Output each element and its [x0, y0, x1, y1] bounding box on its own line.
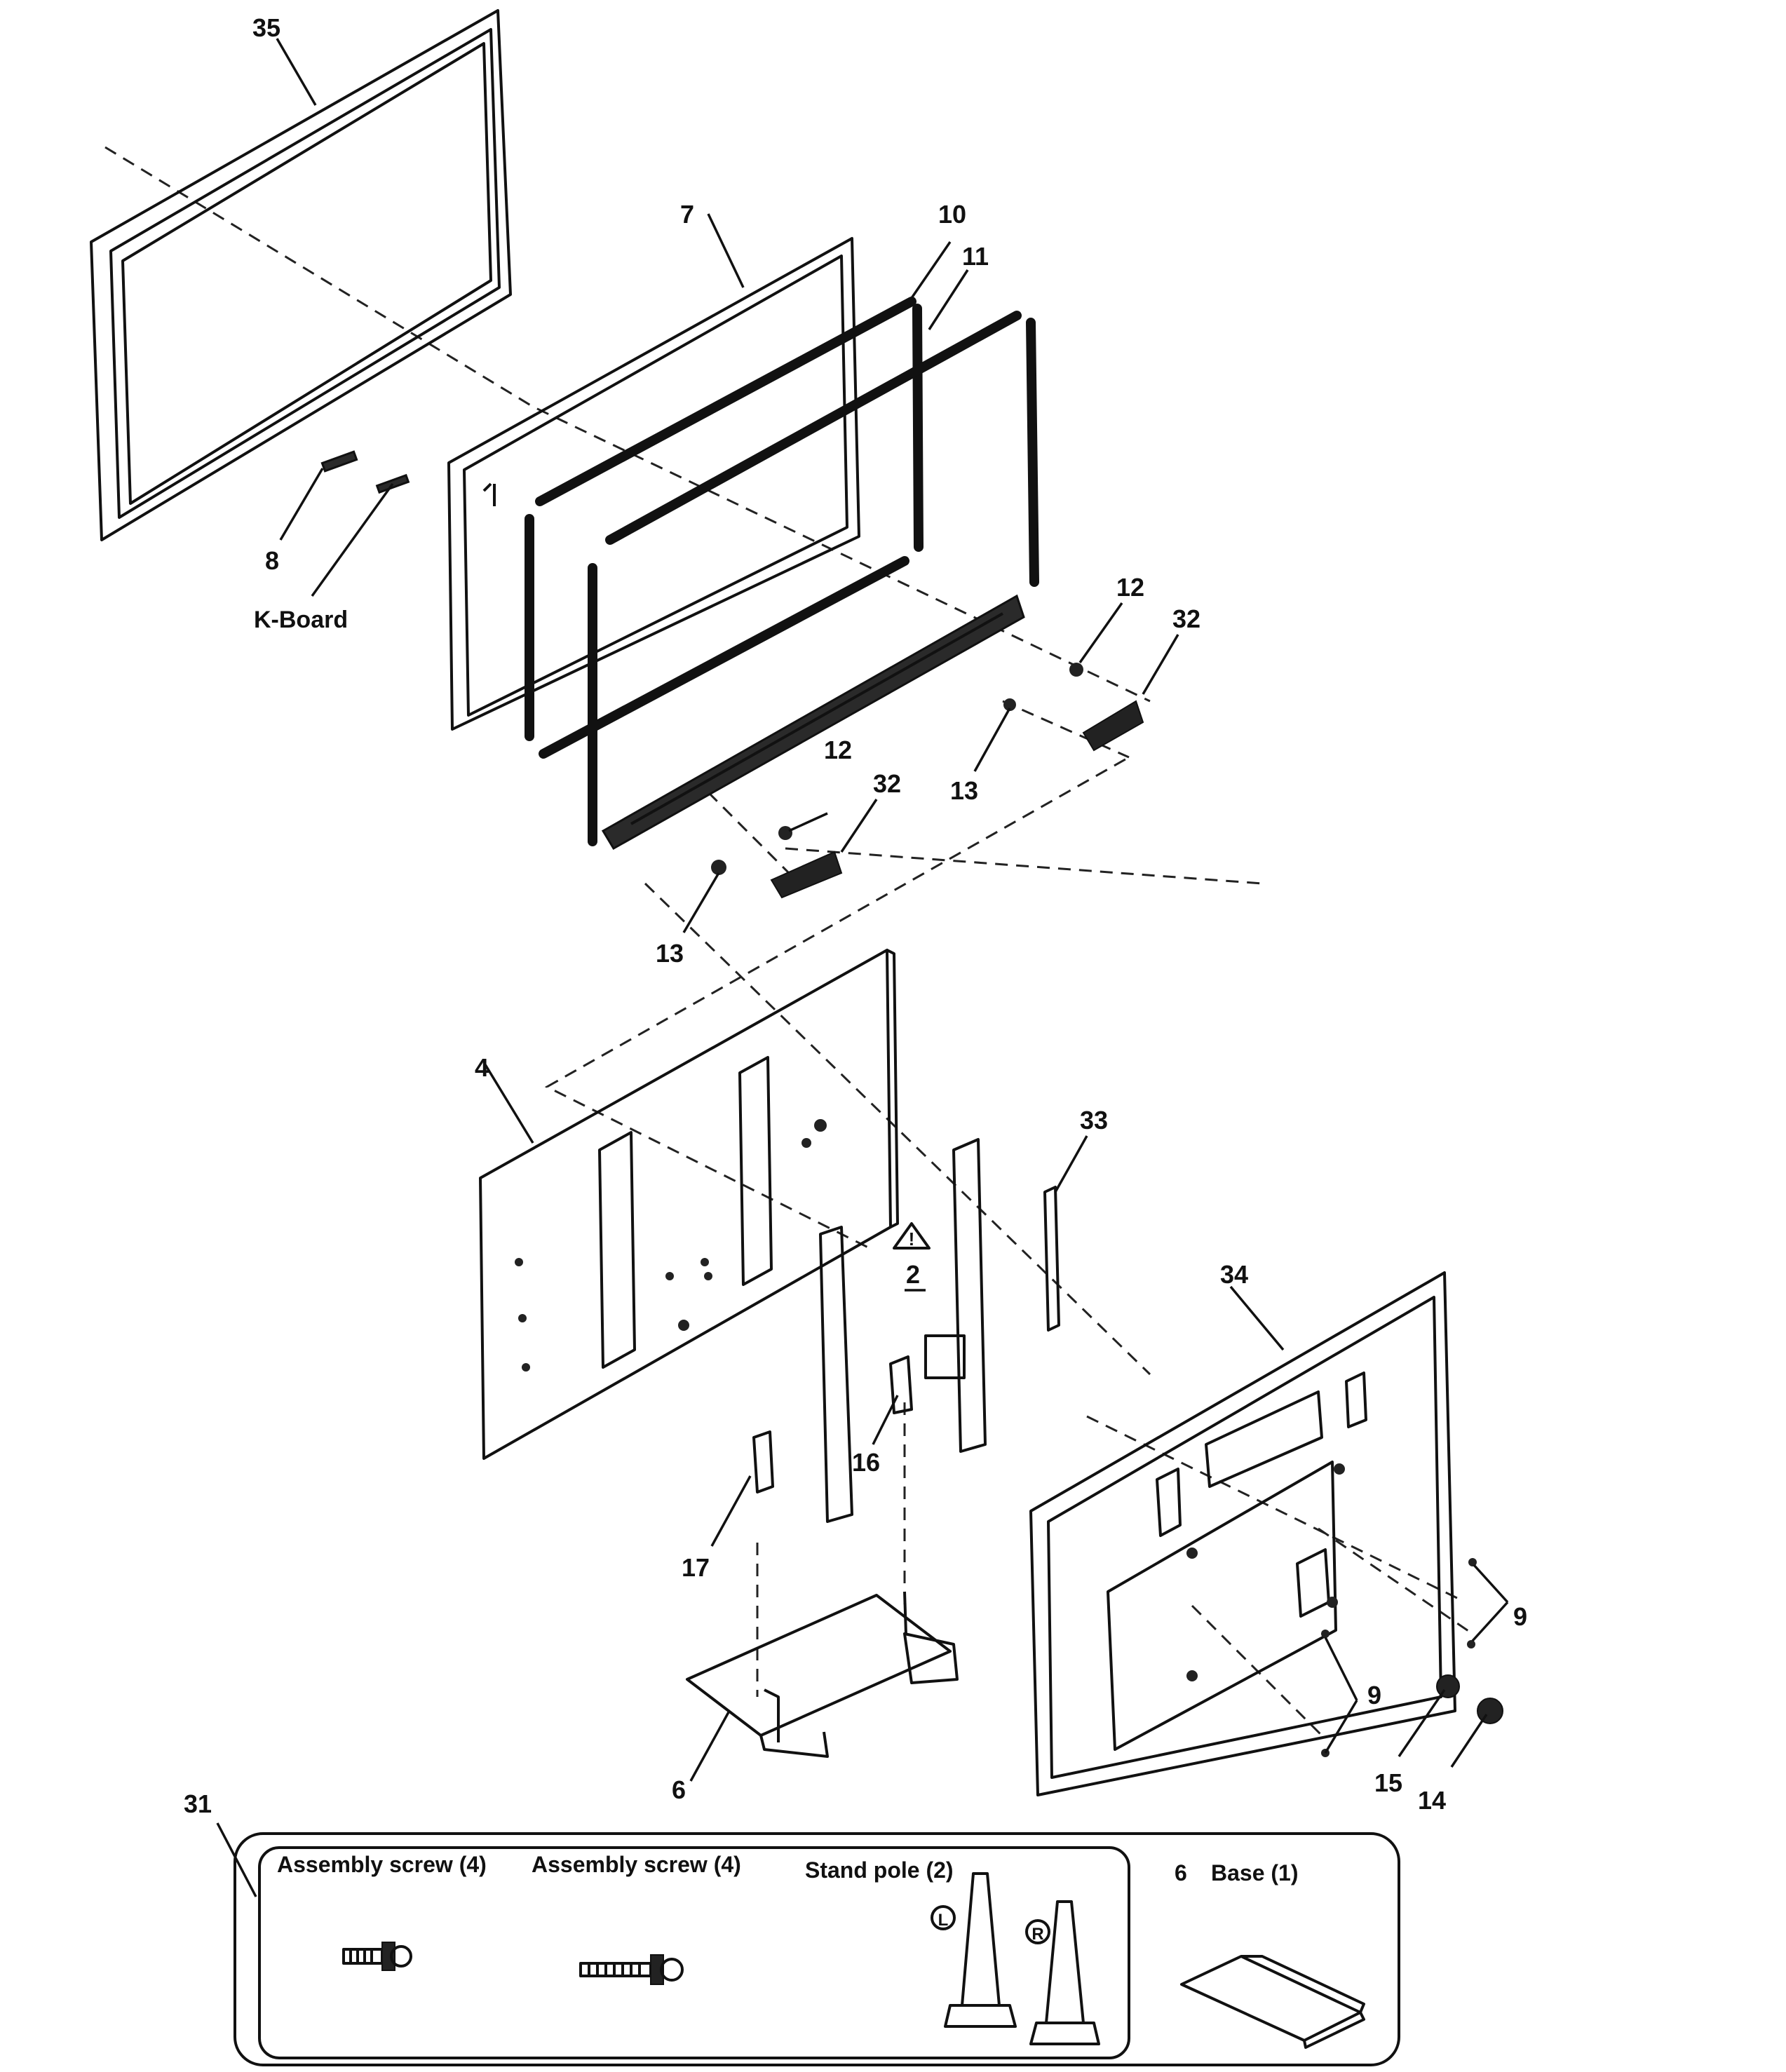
stand-pole-left-icon: L: [931, 1872, 1017, 2028]
callout-2: 2: [906, 1260, 920, 1289]
stand-pole-right-mark: R: [1031, 1925, 1043, 1944]
stand-pole-right-icon: R: [1025, 1900, 1100, 2045]
callout-33: 33: [1080, 1106, 1108, 1135]
callout-6: 6: [672, 1775, 686, 1804]
callout-11: 11: [962, 242, 989, 271]
callout-10: 10: [938, 200, 966, 229]
callout-34: 34: [1220, 1260, 1248, 1289]
callout-7: 7: [680, 200, 694, 229]
bracket-32-right: [1082, 700, 1144, 752]
pole-16-17: [752, 1355, 913, 1494]
callout-31: 31: [184, 1789, 212, 1818]
gasket-strips-10-11: [525, 297, 1039, 846]
callout-13-lower: 13: [656, 939, 684, 968]
bottom-frame-bar: [601, 594, 1025, 851]
assembly-guide-lines: [104, 146, 1473, 1740]
accessory-kit-31: Assembly screw (4) Assembly screw (4) St…: [234, 1832, 1400, 2066]
stand-upright-left: [819, 1138, 987, 1523]
assembly-screw-label-2: Assembly screw (4): [532, 1852, 741, 1877]
small-parts-12-13: [711, 663, 1083, 875]
callout-32-lower: 32: [873, 769, 901, 798]
callout-k-board: K-Board: [254, 607, 348, 633]
callout-labels: 35 7 10 11 8 K-Board 12 32 12 32 13 13 4…: [184, 13, 1527, 1818]
assembly-screw-label-1: Assembly screw (4): [277, 1852, 487, 1877]
k-board-8: [320, 450, 410, 494]
callout-17: 17: [682, 1553, 710, 1582]
base-icon: [1180, 1955, 1365, 2049]
assembly-screw-long-icon: [579, 1954, 684, 1985]
callout-13-upper: 13: [950, 776, 978, 805]
callout-12-lower: 12: [824, 736, 852, 764]
assembly-screw-short-icon: [342, 1942, 412, 1971]
rear-cabinet-34: [1029, 1271, 1456, 1796]
stand-pole-label: Stand pole (2): [805, 1857, 954, 1883]
glass-panel-7: [447, 237, 860, 731]
callout-14: 14: [1418, 1786, 1446, 1815]
stand-base-6: [686, 1591, 959, 1758]
chassis-plate-4: [479, 949, 899, 1460]
cap-14: [1477, 1698, 1503, 1724]
callout-9-lower: 9: [1367, 1681, 1381, 1709]
callout-32-upper: 32: [1172, 604, 1200, 633]
callout-4: 4: [475, 1053, 489, 1082]
callout-9-right: 9: [1513, 1602, 1527, 1631]
base-number: 6: [1175, 1860, 1187, 1885]
warning-triangle-icon: !: [893, 1222, 931, 1250]
warning-symbol: !: [909, 1228, 915, 1250]
callout-12-upper: 12: [1116, 573, 1144, 602]
callout-16: 16: [852, 1448, 880, 1477]
callout-35: 35: [252, 13, 280, 42]
callout-leader-lines: [216, 38, 1509, 1897]
front-bezel-35: [90, 9, 512, 541]
base-label: Base (1): [1211, 1860, 1299, 1885]
bracket-32-left: [770, 851, 843, 899]
stand-bracket-2: [924, 1334, 966, 1379]
side-bracket-33: [1043, 1186, 1060, 1332]
callout-8: 8: [265, 546, 279, 575]
stand-pole-left-mark: L: [938, 1911, 949, 1930]
callout-15: 15: [1374, 1768, 1402, 1797]
